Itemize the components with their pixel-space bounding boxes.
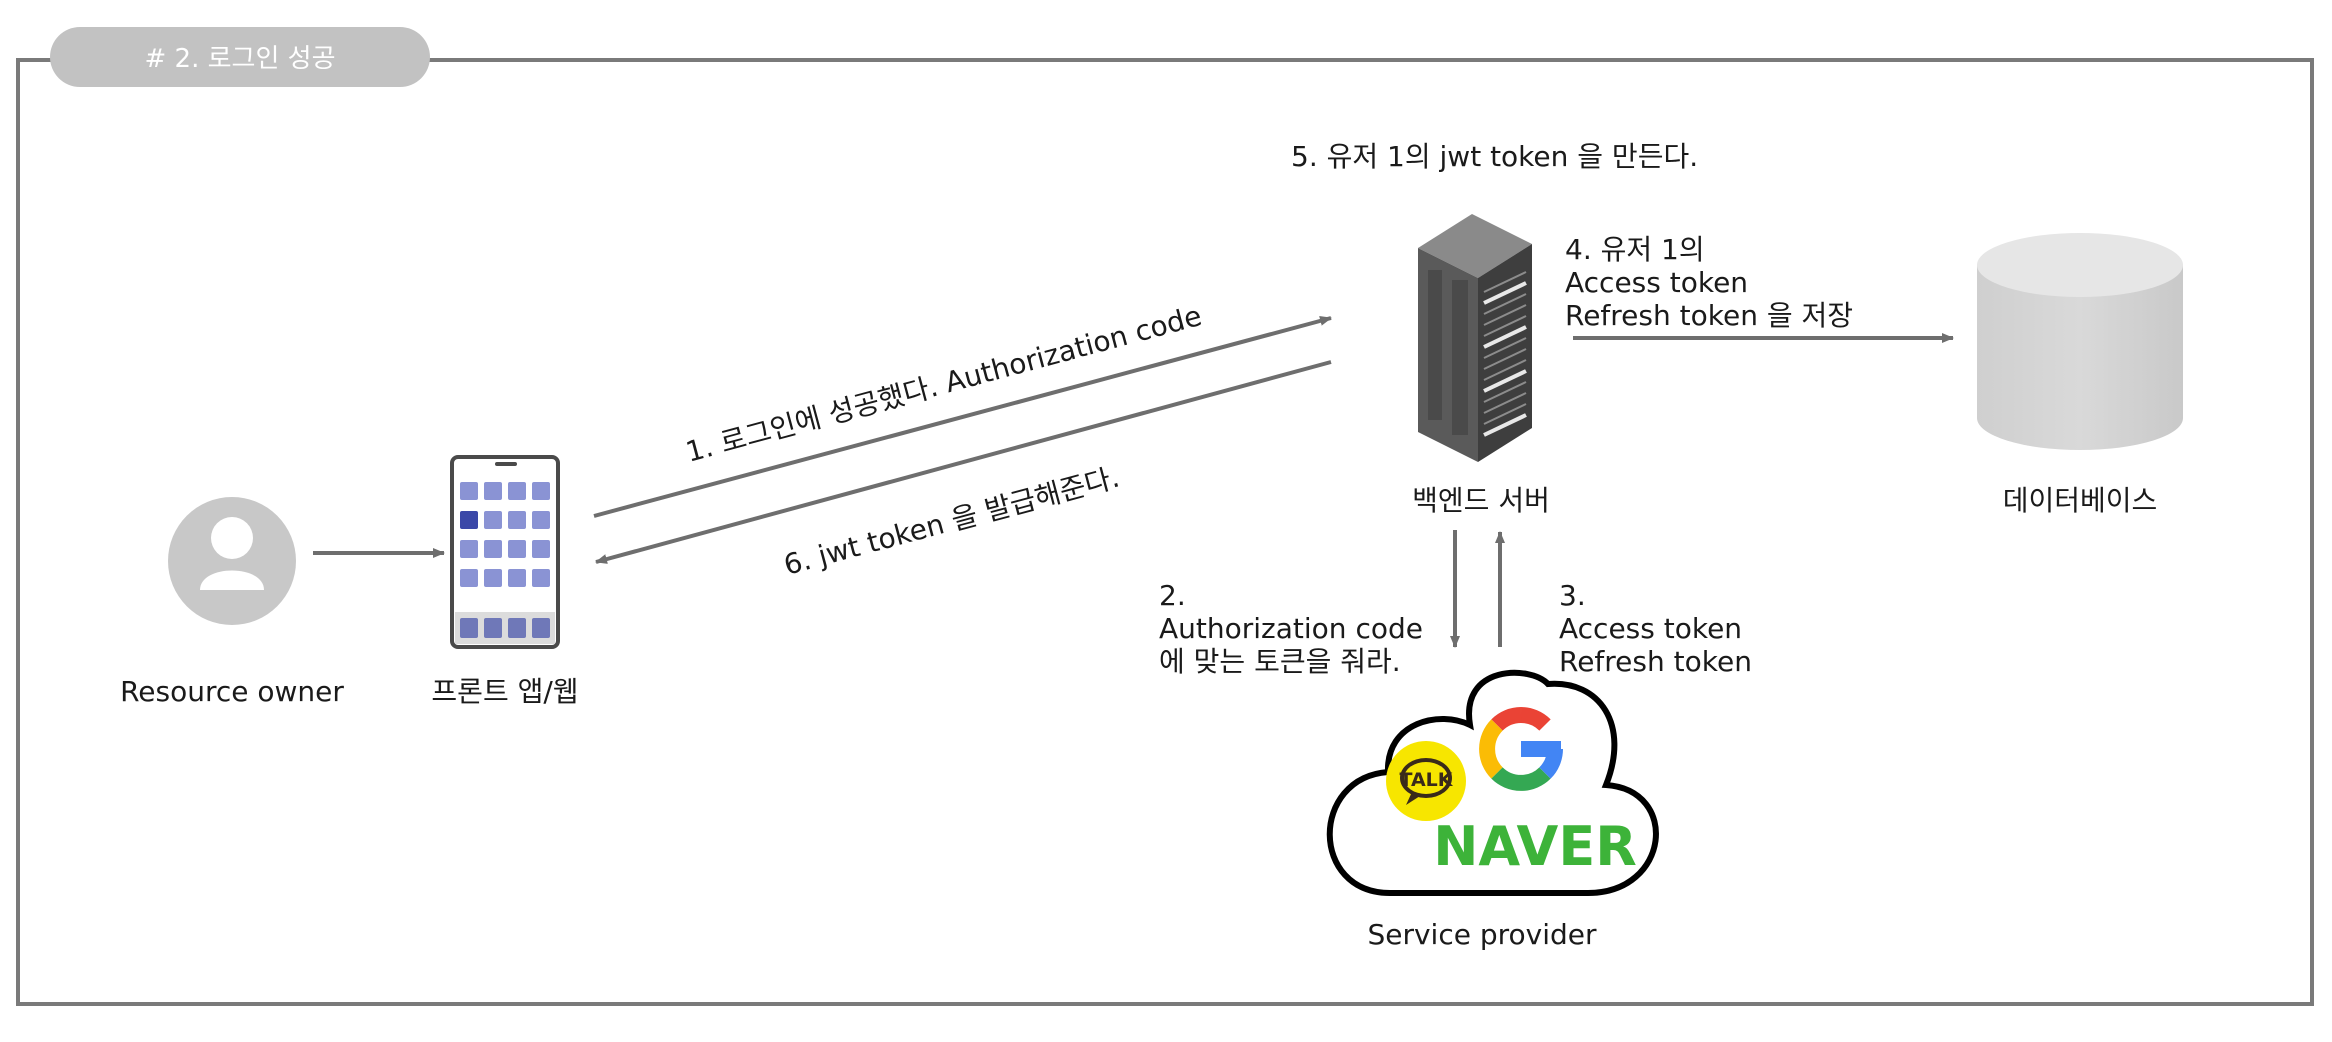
- resource-owner-label: Resource owner: [120, 675, 344, 708]
- step3-label-line3: Refresh token: [1559, 645, 1752, 678]
- app-tile: [484, 482, 502, 500]
- app-tile: [508, 569, 526, 587]
- google-logo-icon: [1479, 707, 1563, 791]
- dock-tile: [484, 618, 502, 638]
- app-tile: [508, 511, 526, 529]
- app-tile: [460, 511, 478, 529]
- rack-slot: [1483, 359, 1527, 381]
- rack-slot: [1483, 281, 1527, 305]
- rack-slot: [1483, 304, 1527, 326]
- app-tile: [532, 540, 550, 558]
- step3-label-line2: Access token: [1559, 612, 1742, 645]
- server-rack-icon: [1418, 214, 1532, 462]
- section-tab: # 2. 로그인 성공: [50, 27, 430, 87]
- rack-slot: [1483, 271, 1527, 293]
- naver-logo-text: NAVER: [1433, 815, 1637, 878]
- dock-tile: [532, 618, 550, 638]
- app-tile: [484, 569, 502, 587]
- step1-label: 1. 로그인에 성공했다. Authorization code: [682, 299, 1205, 469]
- app-tile: [460, 482, 478, 500]
- rack-slot: [1483, 348, 1527, 370]
- section-frame: [16, 58, 2314, 1006]
- step5-label: 5. 유저 1의 jwt token 을 만든다.: [1291, 140, 1698, 173]
- database-icon: [1977, 233, 2183, 450]
- step2-label-line2: Authorization code: [1159, 612, 1423, 645]
- service-provider-label: Service provider: [1367, 918, 1597, 951]
- app-tile: [484, 511, 502, 529]
- app-tile: [532, 511, 550, 529]
- kakaotalk-logo-icon: TALK: [1386, 741, 1466, 821]
- step6-label: 6. jwt token 을 발급해준다.: [780, 460, 1123, 581]
- rack-slot: [1483, 369, 1527, 393]
- app-tile: [460, 569, 478, 587]
- kakaotalk-logo-text: TALK: [1399, 769, 1453, 791]
- dock-tile: [460, 618, 478, 638]
- user-avatar-icon: [168, 497, 296, 625]
- app-tile: [508, 540, 526, 558]
- rack-slot: [1483, 392, 1527, 414]
- rack-slot: [1483, 293, 1527, 315]
- front-app-label: 프론트 앱/웹: [431, 675, 578, 708]
- phone-app-icon: [450, 455, 560, 649]
- step4-label-line2: Access token: [1565, 266, 1748, 299]
- step4-label-line1: 4. 유저 1의: [1565, 233, 1705, 266]
- service-provider-cloud-icon: [1326, 669, 1659, 896]
- app-tile: [532, 569, 550, 587]
- section-tab-label: # 2. 로그인 성공: [145, 44, 336, 74]
- rack-slot: [1483, 325, 1527, 349]
- arrow-step6-backend-to-app: [595, 360, 1332, 564]
- step2-label-line3: 에 맞는 토큰을 줘라.: [1159, 645, 1401, 678]
- rack-slot: [1483, 315, 1527, 337]
- rack-slot: [1483, 381, 1527, 403]
- app-tile: [532, 482, 550, 500]
- step2-label-line1: 2.: [1159, 579, 1186, 612]
- database-label: 데이터베이스: [2003, 484, 2158, 517]
- arrow-step1-app-to-backend: [593, 316, 1332, 518]
- rack-slot: [1483, 403, 1527, 425]
- step4-label-line3: Refresh token 을 저장: [1565, 299, 1853, 332]
- app-tile: [484, 540, 502, 558]
- rack-slot: [1483, 413, 1527, 437]
- backend-label: 백엔드 서버: [1412, 484, 1550, 517]
- step3-label-line1: 3.: [1559, 579, 1586, 612]
- rack-slot: [1483, 337, 1527, 359]
- app-tile: [508, 482, 526, 500]
- app-tile: [460, 540, 478, 558]
- dock-tile: [508, 618, 526, 638]
